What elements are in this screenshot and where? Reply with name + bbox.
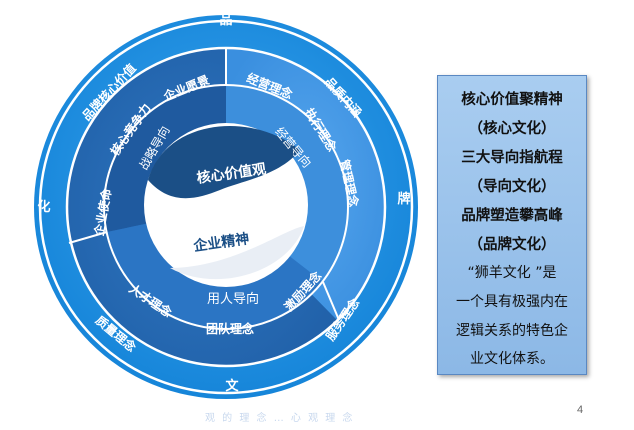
inner-ring-border: [103, 84, 349, 330]
center-yin: [148, 126, 300, 199]
center-yin-lower: [170, 226, 304, 280]
outer-char-bottom: 文: [225, 378, 239, 394]
panel-line-6: （品牌文化）: [468, 237, 556, 253]
culture-ring-diagram: 品 牌 文 化 品质内涵 服务理念 质量理念 品牌核心价值 经营理念 执行理念 …: [34, 13, 418, 399]
panel-line-8: 一个具有极强内在: [456, 294, 568, 310]
inner-divider-left: [68, 231, 108, 244]
inner-label-staffing-guide: 用人导向: [207, 291, 259, 307]
panel-line-9: 逻辑关系的特色企: [456, 323, 568, 339]
panel-line-1: 核心价值聚精神: [461, 92, 563, 108]
faint-footer-text: 观 的 理 念 … 心 观 理 念: [205, 413, 355, 424]
middle-label-team: 团队理念: [206, 321, 254, 336]
panel-line-7: “狮羊文化 ”是: [467, 265, 557, 281]
outer-char-left: 化: [37, 199, 50, 215]
outer-ring-border: [38, 19, 414, 395]
page-number: 4: [577, 404, 584, 416]
outer-char-top: 品: [219, 13, 232, 28]
panel-line-10: 业文化体系。: [470, 351, 554, 367]
outer-char-right: 牌: [397, 191, 410, 207]
panel-line-2: （核心文化）: [468, 121, 556, 137]
description-panel: 核心价值聚精神 （核心文化） 三大导向指航程 （导向文化） 品牌塑造攀高峰 （品…: [437, 75, 587, 375]
panel-line-4: （导向文化）: [468, 179, 556, 195]
panel-line-5: 品牌塑造攀高峰: [461, 208, 563, 224]
panel-line-3: 三大导向指航程: [461, 150, 563, 166]
inner-divider-right: [322, 281, 340, 321]
